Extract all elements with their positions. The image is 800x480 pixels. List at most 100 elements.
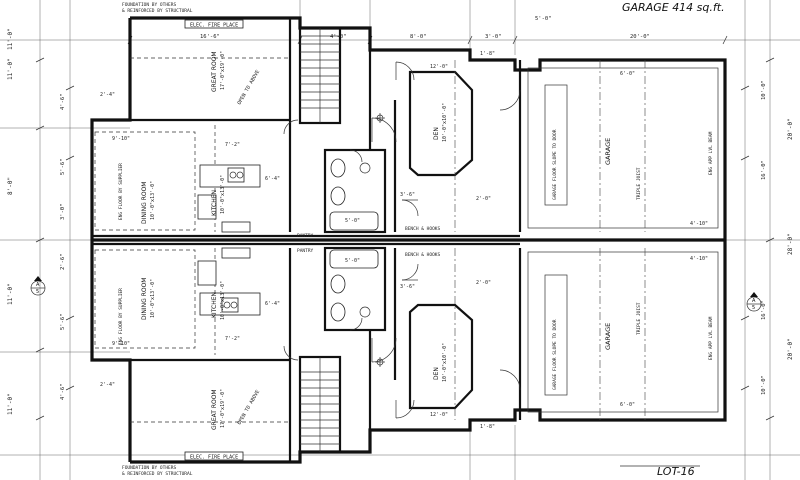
section-marker-left: A 5 [30,276,46,296]
open-to-above-label: OPEN TO ABOVE [237,69,262,106]
great-room-size: 17'-0"x19'-0" [220,389,226,428]
den-size: 10'-0"x10'-0" [442,343,448,382]
kitchen-label: KITCHEN [211,190,218,216]
counter [221,247,251,259]
dining-room-size: 10'-0"x13'-0" [150,181,156,220]
den-size: 10'-0"x10'-0" [442,103,448,142]
garage-label: GARAGE [604,138,612,165]
dim-text: 20'-0" [630,34,650,40]
right-outer-dims: 20'-0" 28'-0" 20'-0" [787,118,794,360]
dim-text: 11'-0" [7,28,14,50]
fireplace-label-bottom: ELEC. FIRE PLACE [190,455,238,461]
garage-note-box-bottom [544,274,568,396]
section-sheet: 5 [36,289,39,295]
dim-text: 8'-0" [410,34,427,40]
dim-text: 8'-0" [7,177,14,195]
dim-ticks [35,35,775,421]
garage-slope-note-top: GARAGE FLOOR SLOPE TO DOOR [552,129,558,200]
dim-text: 20'-0" [787,118,794,140]
dim-text: 5'-0" [345,258,360,264]
right-inner-dims: 10'-0" 16'-0" 16'-0" 10'-0" [761,80,767,395]
dim-text: 11'-0" [7,393,14,415]
dim-text: 5'-6" [60,158,66,175]
dim-text: 3'-6" [400,192,415,198]
fireplace-top [184,19,244,29]
dim-text: 6'-0" [620,402,635,408]
toilet-icon [330,186,346,206]
den-wall-bottom [408,303,474,410]
light-fixture-icons [375,113,385,367]
bath-fixtures-top [329,158,379,231]
interior-walls [130,18,719,462]
fireplace-label-top: ELEC. FIRE PLACE [190,23,238,29]
bottom-note-2: & REINFORCED BY STRUCTURAL [122,471,193,477]
range-icon [197,260,217,286]
dim-text: 1'-8" [480,424,495,430]
kitchen-fixtures-bottom [197,247,261,316]
dim-text: 12'-0" [430,412,448,418]
triple-joist-label: TRIPLE JOIST [636,302,642,335]
eng-floor-label: ENG FLOOR BY SUPPLIER [118,288,124,345]
kitchen-fixtures-top [197,164,261,233]
great-room-size: 17'-0"x19'-0" [220,51,226,90]
dim-text: 4'-10" [690,221,708,227]
dining-room-label: DINING ROOM [141,278,148,320]
bathtub-icon [329,249,379,269]
kitchen-size: 10'-0"x13'-0" [220,281,226,320]
dim-text: 2'-0" [476,196,491,202]
dim-text: 6'-4" [265,176,280,182]
open-to-above-label: OPEN TO ABOVE [237,389,262,426]
toilet-icon [330,158,346,178]
dim-text: 4'-0" [330,34,347,40]
dim-text: 16'-0" [761,300,767,320]
dim-text: 2'-4" [100,382,115,388]
dim-text: 4'-10" [690,256,708,262]
garage-slope-note-bottom: GARAGE FLOOR SLOPE TO DOOR [552,319,558,390]
toilet-icon [330,274,346,294]
section-letter: A [36,282,40,288]
toilet-icon [330,302,346,322]
dim-text: 5'-0" [535,16,552,22]
dim-text: 6'-0" [620,71,635,77]
sink-drain-icon [229,171,237,179]
dim-text: 1'-8" [480,51,495,57]
den-wall-top [408,70,474,177]
dim-text: 12'-0" [430,64,448,70]
dim-text: 5'-0" [345,218,360,224]
dim-text: 3'-0" [485,34,502,40]
building-outline [90,16,727,464]
stairs-top [300,28,340,123]
dim-text: 5'-6" [60,313,66,330]
bottom-note-1: FOUNDATION BY OTHERS [122,465,176,471]
bench-label: BENCH & HOOKS [405,252,441,258]
kitchen-label: KITCHEN [211,292,218,318]
stairs-bottom [300,357,340,452]
garage-slab-outline [527,251,719,413]
dim-text: 4'-6" [60,383,66,400]
dim-text: 10'-0" [761,80,767,100]
eng-floor-area-bottom [94,249,196,349]
eng-floor-area-top [94,131,196,231]
pantry-label: PANTRY [297,233,314,239]
dim-text: 16'-6" [200,34,220,40]
beam-label: ENG APP LVL BEAM [708,131,714,175]
bench-label: BENCH & HOOKS [405,226,441,232]
dining-room-label: DINING ROOM [141,182,148,224]
garage-note-box-top [544,84,568,206]
bath-wall-top [323,148,387,234]
section-sheet: 5 [752,305,755,311]
left-outer-dims: 11'-0" 8'-0" 11'-0" 11'-0" 11'-0" [7,28,14,415]
pantry-label: PANTRY [297,248,314,254]
dim-text: 11'-0" [7,58,14,80]
beam-label: ENG APP LVL BEAM [708,316,714,360]
exterior-wall-bottom [130,248,727,464]
lavatory-icon [359,162,371,174]
section-arrow-icon [34,276,42,281]
eng-floor-label: ENG FLOOR BY SUPPLIER [118,163,124,220]
range-icon [197,194,217,220]
garage-area-title: GARAGE 414 sq.ft. [622,1,725,14]
sink-drain-icon [236,171,244,179]
dim-text: 10'-0" [761,375,767,395]
fireplace-bottom [184,451,244,461]
garage-slab-outline [527,67,719,229]
